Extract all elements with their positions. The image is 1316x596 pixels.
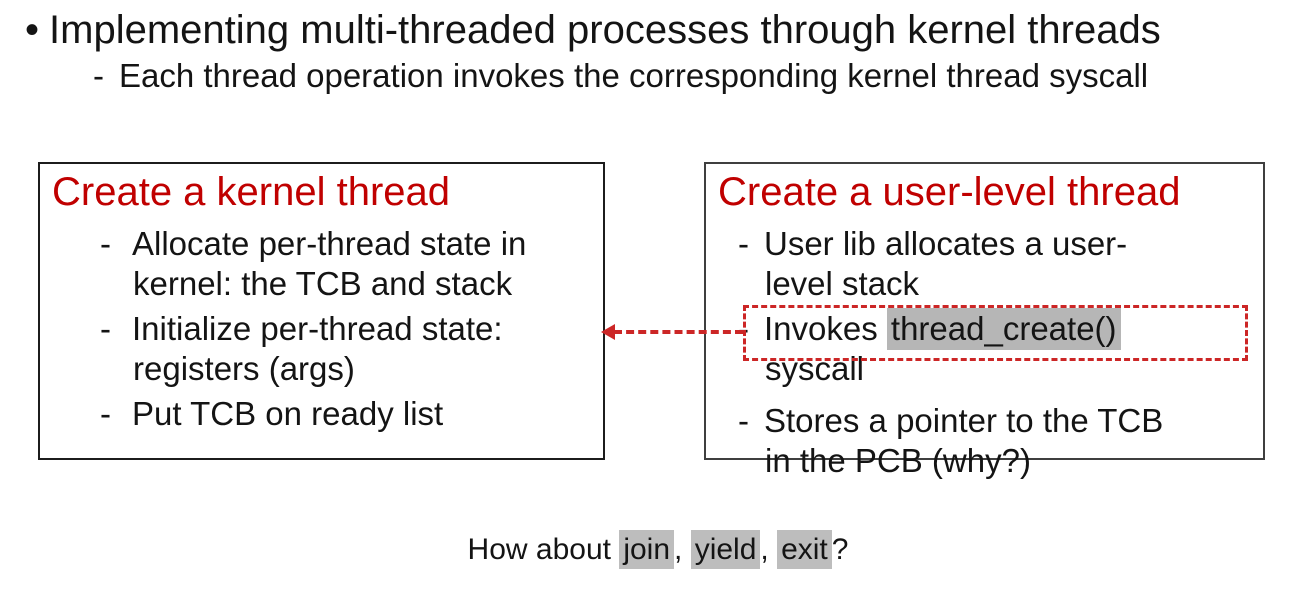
kernel-box-title: Create a kernel thread	[52, 170, 451, 214]
bullet-text: Allocate per-thread state in	[132, 225, 527, 262]
main-bullet-line: •Implementing multi-threaded processes t…	[25, 6, 1161, 54]
thread-create-highlight: thread_create()	[886, 308, 1121, 350]
user-thread-box: Create a user-level thread -User lib all…	[704, 162, 1265, 479]
arrow-head-icon	[601, 324, 615, 340]
bullet-text: in the PCB (why?)	[765, 442, 1031, 479]
kernel-thread-box: Create a kernel thread -Allocate per-thr…	[38, 162, 605, 460]
bullet-text: Initialize per-thread state:	[132, 310, 503, 347]
list-item: -Initialize per-thread state: registers …	[40, 309, 603, 389]
user-box-title: Create a user-level thread	[718, 170, 1181, 214]
dash-icon: -	[100, 225, 111, 262]
highlight-yield: yield	[690, 530, 761, 569]
bullet-icon: •	[25, 8, 40, 52]
dash-icon: -	[738, 402, 749, 439]
subheading-text: Each thread operation invokes the corres…	[119, 57, 1149, 94]
list-item: -Allocate per-thread state in kernel: th…	[40, 224, 603, 304]
dash-icon: -	[738, 225, 749, 262]
dash-icon: -	[93, 57, 104, 94]
bullet-text: User lib allocates a user-	[764, 225, 1128, 262]
dash-icon: -	[100, 395, 111, 432]
dash-icon: -	[100, 310, 111, 347]
highlight-exit: exit	[777, 530, 832, 569]
footer-pre-text: How about	[467, 533, 620, 566]
footer-question: How about join, yield, exit?	[0, 528, 1316, 572]
list-item: -User lib allocates a user- level stack	[706, 224, 1263, 304]
bullet-text: Stores a pointer to the TCB	[764, 402, 1164, 439]
arrow-line	[614, 330, 743, 334]
sub-bullet-line: -Each thread operation invokes the corre…	[93, 56, 1148, 96]
bullet-text: Put TCB on ready list	[132, 395, 444, 432]
footer-separator: ,	[674, 533, 691, 566]
footer-question-mark: ?	[831, 533, 849, 566]
list-item: -Stores a pointer to the TCB in the PCB …	[706, 401, 1263, 481]
bullet-text: Invokes	[764, 310, 887, 347]
list-item: -Put TCB on ready list	[40, 394, 603, 434]
heading-text: Implementing multi-threaded processes th…	[49, 8, 1161, 52]
bullet-text: syscall	[765, 350, 865, 387]
highlight-join: join	[619, 530, 675, 569]
bullet-text: registers (args)	[133, 350, 355, 387]
footer-separator: ,	[760, 533, 778, 566]
dashed-callout-rect	[743, 305, 1248, 361]
bullet-text: level stack	[765, 265, 920, 302]
kernel-box-bullets: -Allocate per-thread state in kernel: th…	[40, 224, 603, 434]
bullet-text: kernel: the TCB and stack	[133, 265, 513, 302]
